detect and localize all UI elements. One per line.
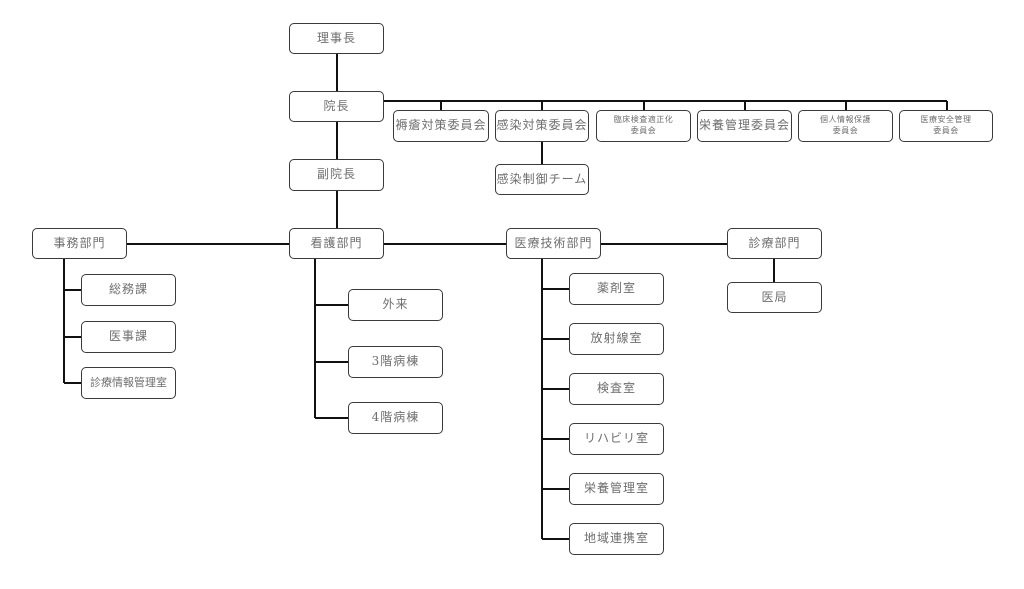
node-committee-medical-safety[interactable]: 医療安全管理 委員会 <box>899 110 993 142</box>
node-label-line: 医療安全管理 <box>920 115 972 125</box>
node-infection-control-team[interactable]: 感染制御チーム <box>495 164 589 195</box>
node-dept-clinical[interactable]: 診療部門 <box>727 228 822 259</box>
node-label: 医局 <box>761 289 788 304</box>
node-label: 副院長 <box>316 167 356 182</box>
node-unit-health-info[interactable]: 診療情報管理室 <box>81 367 176 399</box>
node-label: 医事課 <box>108 329 148 344</box>
node-label: 4階病棟 <box>371 410 420 425</box>
node-label-line: 委員会 <box>832 126 859 135</box>
node-label: 放射線室 <box>590 331 643 346</box>
node-unit-ward-3f[interactable]: 3階病棟 <box>348 346 443 378</box>
node-label: 栄養管理室 <box>583 481 649 496</box>
node-chairman[interactable]: 理事長 <box>289 23 384 54</box>
node-committee-nutrition[interactable]: 栄養管理委員会 <box>697 110 792 142</box>
node-label: 3階病棟 <box>371 354 420 369</box>
node-unit-outpatient[interactable]: 外来 <box>348 289 443 321</box>
node-unit-medical-office[interactable]: 医局 <box>727 282 822 313</box>
node-unit-rehabilitation[interactable]: リハビリ室 <box>569 423 664 455</box>
node-label: 感染対策委員会 <box>496 118 588 133</box>
node-label: 外来 <box>382 297 409 312</box>
node-label: 診療部門 <box>748 235 801 250</box>
node-label: 感染制御チーム <box>496 171 588 186</box>
node-committee-privacy[interactable]: 個人情報保護 委員会 <box>798 110 893 142</box>
node-dept-medtech[interactable]: 医療技術部門 <box>506 228 601 259</box>
node-committee-pressure-ulcer[interactable]: 褥瘡対策委員会 <box>393 110 489 142</box>
node-label: 診療情報管理室 <box>90 375 167 389</box>
node-label: 検査室 <box>596 381 636 396</box>
node-label-line: 臨床検査適正化 <box>613 115 674 125</box>
node-unit-pharmacy[interactable]: 薬剤室 <box>569 273 664 305</box>
node-label: 薬剤室 <box>596 281 636 296</box>
node-vice-director[interactable]: 副院長 <box>289 159 384 191</box>
node-label-line: 委員会 <box>933 126 959 135</box>
node-dept-nursing[interactable]: 看護部門 <box>289 228 384 259</box>
node-label-line: 委員会 <box>630 126 657 135</box>
node-label: 総務課 <box>108 282 148 297</box>
node-label: 栄養管理委員会 <box>698 118 790 133</box>
node-label: 理事長 <box>316 30 356 45</box>
node-unit-medical-affairs[interactable]: 医事課 <box>81 321 176 353</box>
node-committee-infection-control[interactable]: 感染対策委員会 <box>495 110 589 142</box>
node-unit-radiology[interactable]: 放射線室 <box>569 323 664 355</box>
node-director[interactable]: 院長 <box>289 91 384 122</box>
node-unit-general-affairs[interactable]: 総務課 <box>81 274 176 306</box>
node-unit-ward-4f[interactable]: 4階病棟 <box>348 402 443 434</box>
node-label: 医療技術部門 <box>514 235 593 250</box>
node-label-line: 個人情報保護 <box>820 115 871 125</box>
node-label: 地域連携室 <box>583 531 649 546</box>
node-label: 事務部門 <box>53 235 106 250</box>
node-label: 院長 <box>323 98 350 113</box>
node-unit-community-liaison[interactable]: 地域連携室 <box>569 523 664 555</box>
node-committee-clinical-lab[interactable]: 臨床検査適正化 委員会 <box>596 110 691 142</box>
node-dept-admin[interactable]: 事務部門 <box>32 228 127 259</box>
node-unit-nutrition[interactable]: 栄養管理室 <box>569 473 664 505</box>
node-unit-laboratory[interactable]: 検査室 <box>569 373 664 405</box>
node-label: リハビリ室 <box>583 431 649 446</box>
node-label: 看護部門 <box>310 235 363 250</box>
node-label: 褥瘡対策委員会 <box>395 118 487 133</box>
